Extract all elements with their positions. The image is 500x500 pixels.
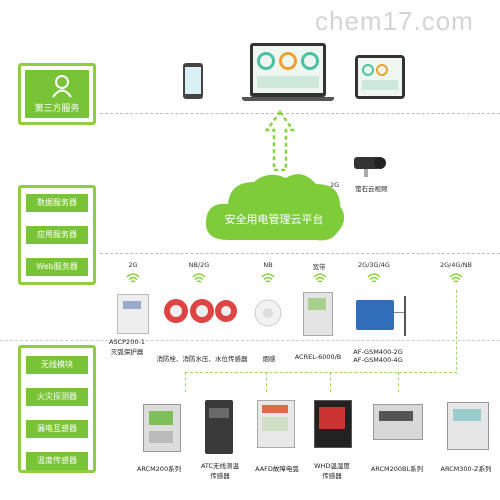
separator-top [100,113,500,114]
arcm200-device [143,404,181,452]
third-party-label: 第三方服务 [34,104,80,114]
wifi-icon [449,273,463,283]
device-label: AAFD故障电弧 [255,465,299,473]
acrel-6000-device [303,292,333,336]
user-icon [52,75,72,98]
camera-net-label: 2G [330,181,340,189]
server-data: 数据服务器 [26,194,88,212]
wifi-icon [313,273,327,283]
device-label: 消防栓、消防水压、水位传感器 [156,355,248,363]
watermark: chem17.com [315,6,474,36]
device-label: ARCM200BL系列 [370,465,424,473]
net-label: 宽带 [312,263,326,271]
camera-label: 萤石云视频 [355,185,388,193]
arcm200bl-device [373,404,423,440]
device-label: WHD温湿度 传感器 [314,462,350,480]
device-label: ATC无线测温 传感器 [200,462,240,480]
tablet-icon [355,55,405,99]
whd-sensor-device [314,400,352,448]
connector-bus [185,372,457,373]
module-fire-detector: 火灾探测器 [26,388,88,406]
net-label: 2G [128,261,138,269]
device-label: ARCM200系列 [136,465,182,473]
camera-icon [354,157,386,177]
connector-line [185,372,186,392]
device-label: ARCM300-Z系列 [440,465,492,473]
cloud-platform-label: 安全用电管理云平台 [224,213,324,226]
upload-arrow-icon [265,110,295,172]
device-label: AF-GSM400-2G AF-GSM400-4G [353,348,403,364]
arc-protector-device [117,294,149,334]
module-leakage-transformer: 漏电互感器 [26,420,88,438]
wifi-icon [367,273,381,283]
connector-line [330,372,331,392]
net-label: NB/2G [188,261,210,269]
net-label: NB [263,261,273,269]
arcm300-device [447,402,489,450]
device-label: 烟感 [262,355,276,363]
modules-panel: 无线模块 火灾探测器 漏电互感器 温度传感器 [18,345,96,473]
gsm-module-device [356,300,394,330]
servers-panel: 数据服务器 应用服务器 Web服务器 [18,185,96,285]
module-temp-sensor: 温度传感器 [26,452,88,470]
module-wireless: 无线模块 [26,356,88,374]
third-party-card: 第三方服务 [18,63,96,125]
phone-icon [183,63,203,99]
connector-line [398,372,399,392]
wifi-icon [261,273,275,283]
separator-bottom [0,340,500,341]
laptop-icon [250,43,326,97]
device-label: ACREL-6000/B [294,353,342,361]
connector-line [456,290,457,370]
net-label: 2G/3G/4G [358,261,390,269]
atc-sensor-device [205,400,233,454]
separator-middle [100,253,500,254]
connector-line [266,372,267,392]
server-app: 应用服务器 [26,226,88,244]
wifi-icon [192,273,206,283]
aafd-device [257,400,295,448]
smoke-detector-icon [254,299,282,327]
cloud-icon [205,174,345,241]
server-web: Web服务器 [26,258,88,276]
wifi-icon [126,273,140,283]
fire-hydrant-sensor-icon [164,299,237,323]
device-label: ASCP200-1 灭弧保护器 [109,338,145,356]
net-label: 2G/4G/NB [439,261,473,269]
